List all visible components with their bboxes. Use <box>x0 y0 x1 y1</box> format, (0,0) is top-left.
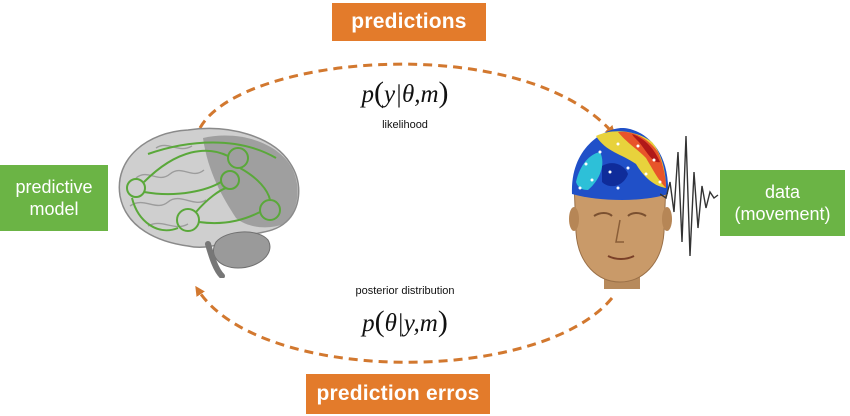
predictive-model-label: predictive model <box>0 165 108 231</box>
posterior-formula-p: p <box>362 310 375 337</box>
top-arc-arrow <box>198 62 616 136</box>
head-icon <box>569 128 672 289</box>
predictive-model-line2: model <box>29 199 79 219</box>
prediction-errors-text: prediction erros <box>316 382 480 405</box>
posterior-formula-args: θ|y,m <box>384 310 438 337</box>
data-line2: (movement) <box>734 204 831 224</box>
prediction-errors-label: prediction erros <box>306 374 490 414</box>
predictions-label: predictions <box>332 3 486 41</box>
predictions-text: predictions <box>351 10 467 33</box>
likelihood-caption: likelihood <box>382 119 428 131</box>
data-line1: data <box>764 181 801 202</box>
predictive-model-line1: predictive <box>15 176 93 197</box>
posterior-formula: p(θ|y,m) <box>362 305 448 338</box>
brain-icon <box>118 127 300 278</box>
posterior-caption: posterior distribution <box>355 285 455 297</box>
likelihood-formula-p: p <box>361 81 374 108</box>
likelihood-formula: p(y|θ,m) <box>361 76 449 109</box>
data-movement-label: data (movement) <box>720 170 845 236</box>
likelihood-formula-args: y|θ,m <box>383 81 439 108</box>
waveform-signal-icon <box>660 135 719 257</box>
bottom-arc-arrow <box>195 285 614 364</box>
